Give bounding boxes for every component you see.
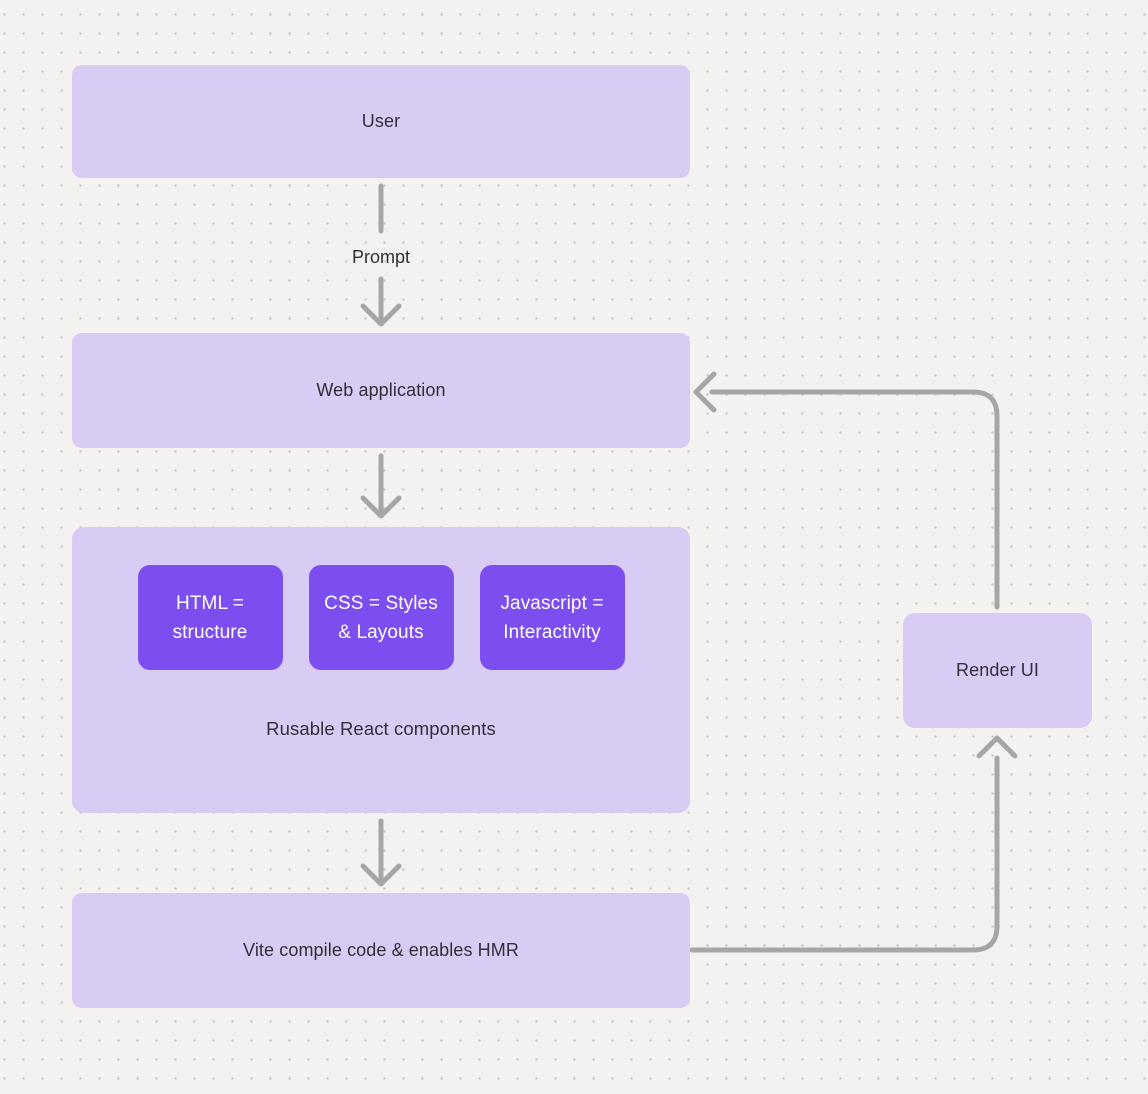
chip-row: HTML = structure CSS = Styles & Layouts … [137,565,625,670]
arrowhead-down-webapp-icon [360,303,402,327]
chip-javascript[interactable]: Javascript = Interactivity [479,565,625,670]
node-react-components-group[interactable]: HTML = structure CSS = Styles & Layouts … [72,527,690,813]
node-vite[interactable]: Vite compile code & enables HMR [72,893,690,1008]
node-render-ui[interactable]: Render UI [903,613,1092,728]
chip-javascript-line2: Interactivity [503,621,601,643]
react-group-label: Rusable React components [266,718,496,739]
node-vite-label: Vite compile code & enables HMR [243,940,519,960]
connector-vite-to-renderui [689,755,1000,953]
connector-renderui-to-webapp [709,389,1000,610]
arrowhead-up-renderui-icon [976,735,1018,759]
node-user[interactable]: User [72,65,690,178]
chip-css-line2: & Layouts [338,621,424,643]
chip-html-line1: HTML = [176,592,244,614]
chip-css[interactable]: CSS = Styles & Layouts [308,565,454,670]
edge-label-prompt: Prompt [351,247,411,267]
node-user-label: User [361,111,401,131]
chip-html-line2: structure [172,621,248,643]
node-web-application-label: Web application [316,380,446,400]
arrowhead-down-vite-icon [360,863,402,887]
chip-css-line1: CSS = Styles [324,592,438,614]
node-web-application[interactable]: Web application [72,333,690,448]
arrowhead-down-group-icon [360,495,402,519]
chip-html[interactable]: HTML = structure [137,565,283,670]
node-render-ui-label: Render UI [956,660,1039,680]
arrowhead-left-webapp-icon [693,371,717,413]
chip-javascript-line1: Javascript = [500,592,604,614]
